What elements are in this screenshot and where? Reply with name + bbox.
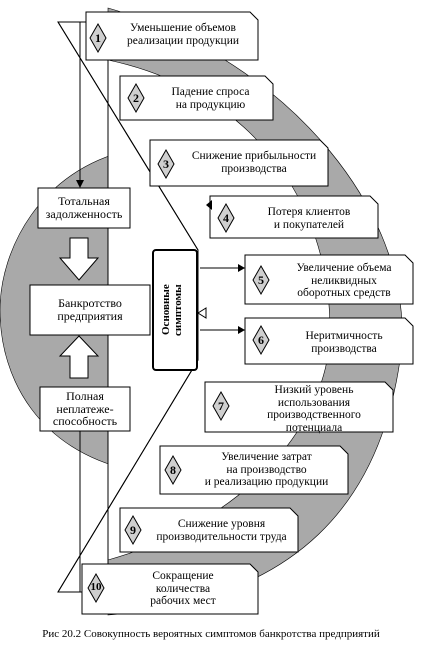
- center-label: Основные симптомы: [160, 284, 184, 336]
- insolvency-text: Полная неплатеже- способность: [52, 389, 118, 428]
- symptom-10-number: 10: [90, 581, 102, 593]
- insolvency-box: [39, 386, 131, 432]
- symptom-boxes: [81, 11, 414, 615]
- symptom-9-text: Снижение уровня производительности труда: [156, 518, 287, 543]
- symptom-8-number: 8: [170, 463, 176, 477]
- total-debt-box: [37, 187, 131, 229]
- symptom-3-number: 3: [163, 157, 169, 171]
- bankruptcy-text: Банкротство предприятия: [57, 296, 123, 323]
- symptom-6-number: 6: [258, 333, 264, 347]
- symptom-2-text: Падение спроса на продукцию: [171, 86, 250, 111]
- figure-caption: Рис 20.2 Совокупность вероятных симптомо…: [42, 628, 380, 640]
- center-label-box: [152, 249, 198, 371]
- symptom-5-number: 5: [258, 273, 264, 287]
- symptom-8-text: Увеличение затрат на производство и реал…: [204, 451, 329, 488]
- symptom-4-number: 4: [223, 211, 229, 225]
- symptom-5-text: Увеличение объема неликвидных оборотных …: [296, 262, 392, 299]
- symptom-1-text: Уменьшение объемов реализации продукции: [126, 22, 240, 47]
- symptom-4-text: Потеря клиентов и покупателей: [267, 206, 351, 231]
- symptom-6-text: Неритмичность производства: [305, 330, 383, 355]
- symptom-10-text: Сокращение количества рабочих мест: [150, 570, 216, 607]
- total-debt-text: Тотальная задолженность: [45, 194, 123, 221]
- diamond-markers: [87, 22, 270, 604]
- symptom-7-number: 7: [218, 399, 224, 413]
- symptom-1-number: 1: [95, 31, 101, 45]
- symptom-7-text: Низкий уровень использования производств…: [267, 384, 361, 434]
- symptom-2-number: 2: [133, 91, 139, 105]
- bankruptcy-box: [29, 284, 151, 336]
- symptom-3-text: Снижение прибыльности производства: [191, 150, 317, 175]
- hollow-arrows: [58, 237, 100, 379]
- symptom-9-number: 9: [130, 523, 136, 537]
